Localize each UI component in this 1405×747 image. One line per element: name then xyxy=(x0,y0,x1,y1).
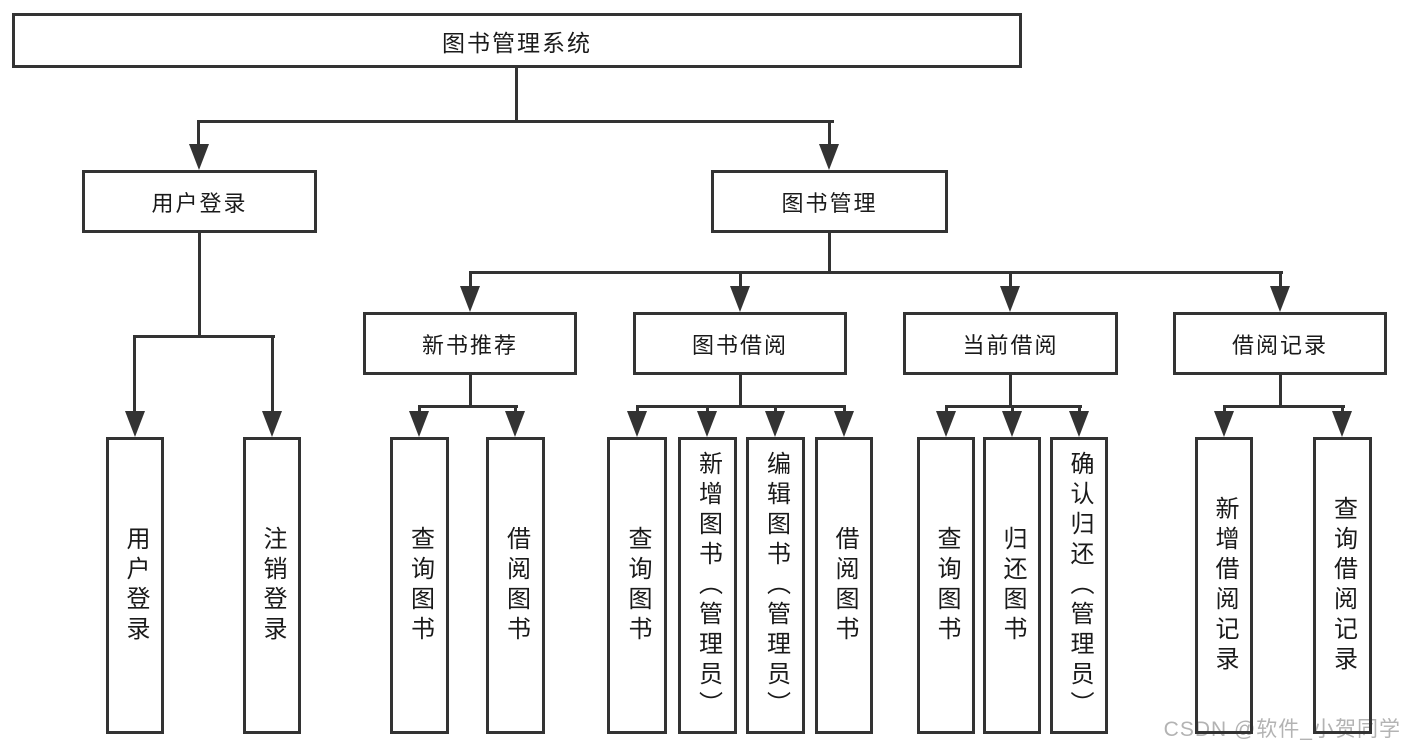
node-leaf-query-books-recommend: 查询图书 xyxy=(390,437,449,734)
connector-line xyxy=(197,120,834,123)
node-borrowing-records: 借阅记录 xyxy=(1173,312,1387,375)
connector-line xyxy=(828,233,831,273)
arrowhead-down-icon xyxy=(834,411,854,437)
arrowhead-down-icon xyxy=(262,411,282,437)
connector-line xyxy=(198,233,201,337)
node-leaf-query-books-borrowing: 查询图书 xyxy=(607,437,667,734)
node-user-login-group: 用户登录 xyxy=(82,170,317,233)
node-new-book-recommendation: 新书推荐 xyxy=(363,312,577,375)
node-leaf-logout: 注销登录 xyxy=(243,437,301,734)
arrowhead-down-icon xyxy=(819,144,839,170)
arrowhead-down-icon xyxy=(1069,411,1089,437)
connector-line xyxy=(418,405,518,408)
connector-line xyxy=(469,375,472,407)
node-book-borrowing: 图书借阅 xyxy=(633,312,847,375)
connector-line xyxy=(636,405,846,408)
node-leaf-user-login: 用户登录 xyxy=(106,437,164,734)
connector-line xyxy=(739,271,742,293)
connector-line xyxy=(1279,271,1282,293)
node-leaf-borrow-books-recommend: 借阅图书 xyxy=(486,437,545,734)
arrowhead-down-icon xyxy=(1270,286,1290,312)
arrowhead-down-icon xyxy=(505,411,525,437)
connector-line xyxy=(271,335,274,417)
arrowhead-down-icon xyxy=(1332,411,1352,437)
arrowhead-down-icon xyxy=(627,411,647,437)
arrowhead-down-icon xyxy=(1214,411,1234,437)
connector-line xyxy=(1223,405,1345,408)
connector-line xyxy=(133,335,275,338)
node-book-management: 图书管理 xyxy=(711,170,948,233)
connector-line xyxy=(1009,375,1012,407)
connector-line xyxy=(469,271,1283,274)
connector-line xyxy=(515,68,518,122)
arrowhead-down-icon xyxy=(189,144,209,170)
arrowhead-down-icon xyxy=(409,411,429,437)
node-leaf-edit-books-admin: 编辑图书（管理员） xyxy=(746,437,805,734)
connector-line xyxy=(469,271,472,293)
node-leaf-return-books: 归还图书 xyxy=(983,437,1041,734)
node-leaf-add-borrow-record: 新增借阅记录 xyxy=(1195,437,1253,734)
arrowhead-down-icon xyxy=(125,411,145,437)
arrowhead-down-icon xyxy=(1002,411,1022,437)
node-current-borrowing: 当前借阅 xyxy=(903,312,1118,375)
arrowhead-down-icon xyxy=(460,286,480,312)
connector-line xyxy=(739,375,742,407)
connector-line xyxy=(197,120,200,150)
arrowhead-down-icon xyxy=(1000,286,1020,312)
node-leaf-query-books-current: 查询图书 xyxy=(917,437,975,734)
node-leaf-borrow-books: 借阅图书 xyxy=(815,437,873,734)
connector-line xyxy=(133,335,136,417)
node-library-management-system: 图书管理系统 xyxy=(12,13,1022,68)
arrowhead-down-icon xyxy=(936,411,956,437)
watermark: CSDN @软件_小贺同学 xyxy=(1163,718,1401,741)
node-leaf-add-books-admin: 新增图书（管理员） xyxy=(678,437,737,734)
node-leaf-confirm-return-admin: 确认归还（管理员） xyxy=(1050,437,1108,734)
node-leaf-query-borrow-record: 查询借阅记录 xyxy=(1313,437,1372,734)
connector-line xyxy=(1279,375,1282,407)
connector-line xyxy=(1009,271,1012,293)
arrowhead-down-icon xyxy=(697,411,717,437)
connector-line xyxy=(828,120,831,150)
arrowhead-down-icon xyxy=(765,411,785,437)
arrowhead-down-icon xyxy=(730,286,750,312)
